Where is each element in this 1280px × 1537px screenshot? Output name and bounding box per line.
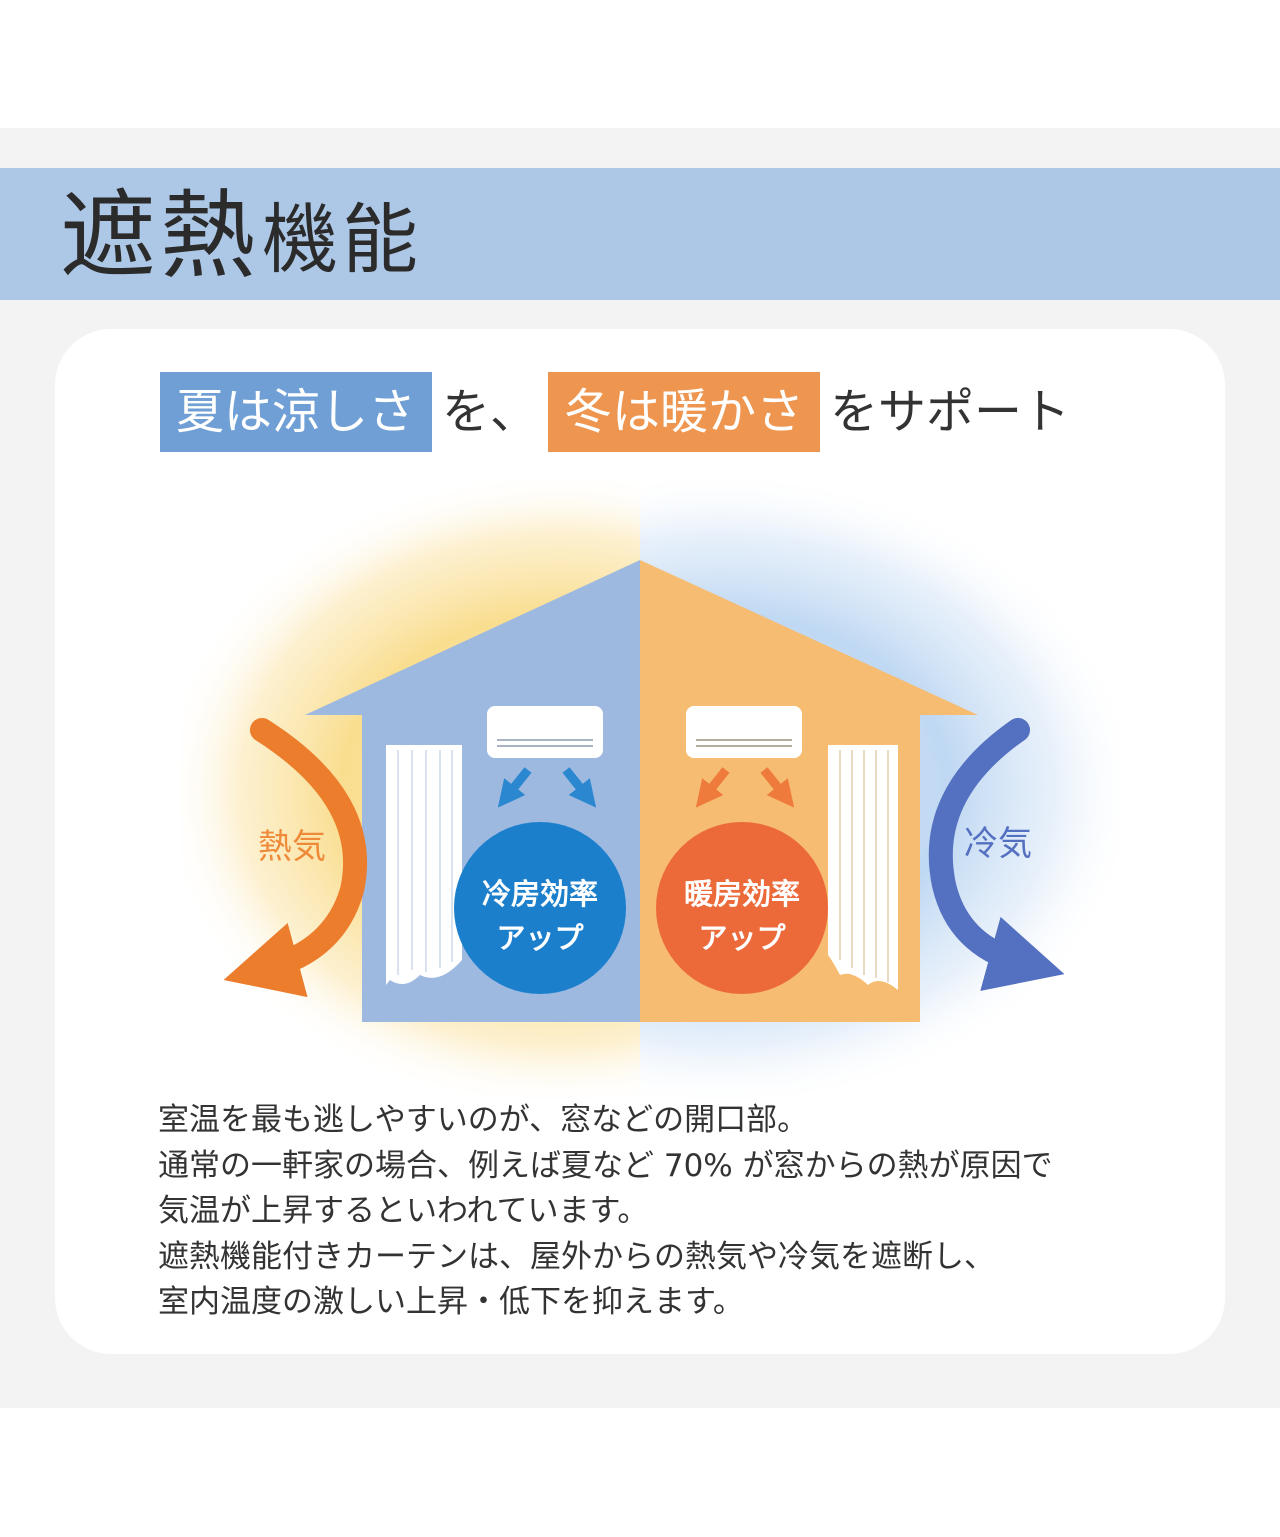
- cooling-badge-line2: アップ: [496, 921, 584, 955]
- description-line: 遮熱機能付きカーテンは、屋外からの熱気や冷気を遮断し、: [158, 1238, 995, 1275]
- cold-deflect-arrow-icon: [928, 718, 1065, 991]
- headline: 夏は涼しさ を、 冬は暖かさ をサポート: [160, 372, 1080, 452]
- cooling-efficiency-badge: [454, 822, 626, 994]
- description-line: 室温を最も逃しやすいのが、窓などの開口部。: [158, 1102, 809, 1138]
- heating-badge-line1: 暖房効率: [684, 877, 800, 911]
- headline-join: を、: [442, 384, 539, 440]
- heating-efficiency-badge: [656, 822, 828, 994]
- heating-badge-line2: アップ: [698, 921, 786, 955]
- page-title-sub: 機能: [262, 195, 422, 284]
- air-conditioner-left-icon: [487, 706, 603, 758]
- description-line: 室内温度の激しい上昇・低下を抑えます。: [158, 1284, 744, 1320]
- description-text: 室温を最も逃しやすいのが、窓などの開口部。 通常の一軒家の場合、例えば夏など 7…: [158, 1098, 1198, 1326]
- cooling-badge-line1: 冷房効率: [482, 877, 598, 911]
- warm-airflow-arrows-icon: [695, 767, 795, 808]
- heat-label: 熱気: [258, 827, 326, 867]
- curtain-left: [386, 745, 462, 985]
- page-title-main: 遮熱: [60, 180, 260, 292]
- headline-winter: 冬は暖かさ: [548, 372, 821, 452]
- headline-tail: をサポート: [830, 384, 1071, 440]
- headline-summer: 夏は涼しさ: [160, 372, 433, 452]
- description-line: 気温が上昇するといわれています。: [158, 1193, 649, 1229]
- curtain-right: [828, 745, 898, 990]
- page-title: 遮熱 機能: [60, 178, 422, 288]
- heat-deflect-arrow-icon: [223, 718, 368, 998]
- description-line: 通常の一軒家の場合、例えば夏など 70% が窓からの熱が原因で: [158, 1147, 1053, 1184]
- cool-airflow-arrows-icon: [497, 767, 597, 808]
- title-band: [0, 168, 1280, 300]
- cold-label: 冷気: [964, 824, 1032, 864]
- air-conditioner-right-icon: [686, 706, 802, 758]
